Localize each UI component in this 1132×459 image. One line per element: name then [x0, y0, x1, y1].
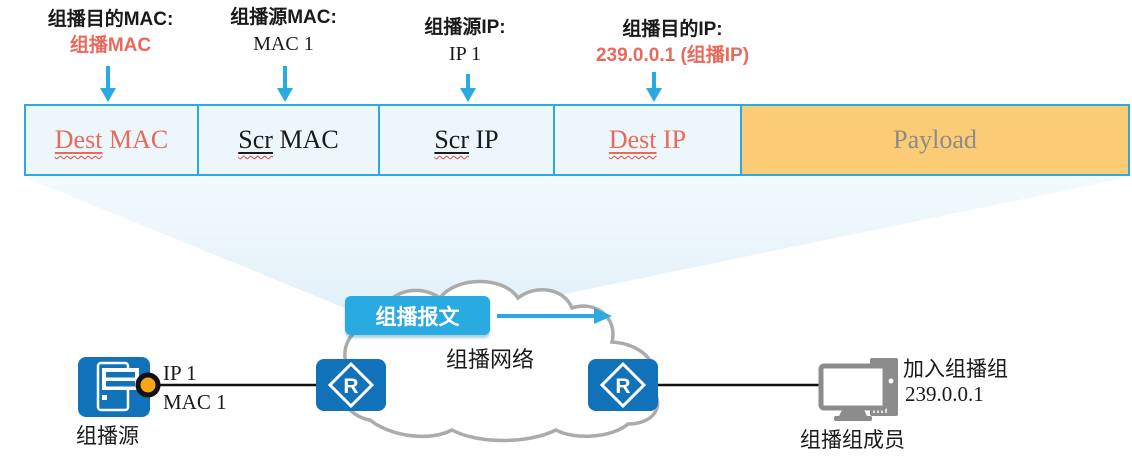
field-src-mac: Scr MAC — [199, 106, 380, 174]
svg-text:R: R — [615, 375, 630, 398]
annotation-arrow-src-ip — [460, 74, 476, 102]
packet-structure-bar: Dest MAC Scr MAC Scr IP Dest IP Payload — [24, 104, 1130, 176]
annotation-dest-mac: 组播目的MAC: 组播MAC — [18, 8, 203, 58]
field-label: Dest MAC — [54, 125, 169, 154]
field-payload: Payload — [742, 106, 1128, 174]
annotation-arrow-dest-mac — [100, 66, 116, 102]
annotation-src-mac: 组播源MAC: MAC 1 — [196, 6, 371, 57]
annotation-value: IP 1 — [448, 42, 482, 65]
field-src-ip: Scr IP — [380, 106, 555, 174]
annotation-value: 组播MAC — [69, 34, 152, 56]
packet-funnel-shape — [24, 177, 1130, 308]
annotation-arrow-dest-ip — [646, 72, 662, 102]
svg-text:R: R — [343, 375, 358, 398]
annotation-src-ip: 组播源IP: IP 1 — [375, 16, 555, 67]
source-port-icon — [135, 372, 161, 398]
field-label: Dest IP — [608, 125, 687, 154]
field-label: Payload — [893, 125, 977, 154]
field-label: Scr IP — [434, 125, 499, 154]
source-mac-label: MAC 1 — [163, 390, 227, 414]
annotation-value: MAC 1 — [253, 32, 314, 55]
multicast-packet-badge: 组播报文 — [345, 296, 490, 335]
annotation-value: 239.0.0.1 (组播IP) — [595, 44, 750, 66]
annotation-dest-ip: 组播目的IP: 239.0.0.1 (组播IP) — [555, 18, 790, 68]
member-join-label: 加入组播组 — [903, 358, 1008, 381]
member-caption: 组播组成员 — [800, 429, 905, 452]
multicast-source-icon — [78, 357, 150, 417]
annotation-title: 组播源MAC: — [230, 7, 337, 28]
field-dest-mac: Dest MAC — [26, 106, 199, 174]
cloud-label: 组播网络 — [445, 347, 534, 372]
annotation-title: 组播目的IP: — [622, 19, 723, 40]
group-member-icon — [818, 358, 898, 421]
field-dest-ip: Dest IP — [555, 106, 742, 174]
source-ip-label: IP 1 — [163, 361, 197, 385]
annotation-title: 组播目的MAC: — [47, 9, 174, 30]
annotation-title: 组播源IP: — [424, 17, 506, 38]
router-left-icon: R — [316, 359, 386, 411]
source-caption: 组播源 — [76, 425, 139, 448]
router-right-icon: R — [588, 359, 658, 411]
annotation-arrow-src-mac — [277, 66, 293, 102]
field-label: Scr MAC — [238, 125, 339, 154]
member-group-address: 239.0.0.1 — [905, 382, 984, 406]
packet-flow-arrow — [497, 308, 612, 324]
